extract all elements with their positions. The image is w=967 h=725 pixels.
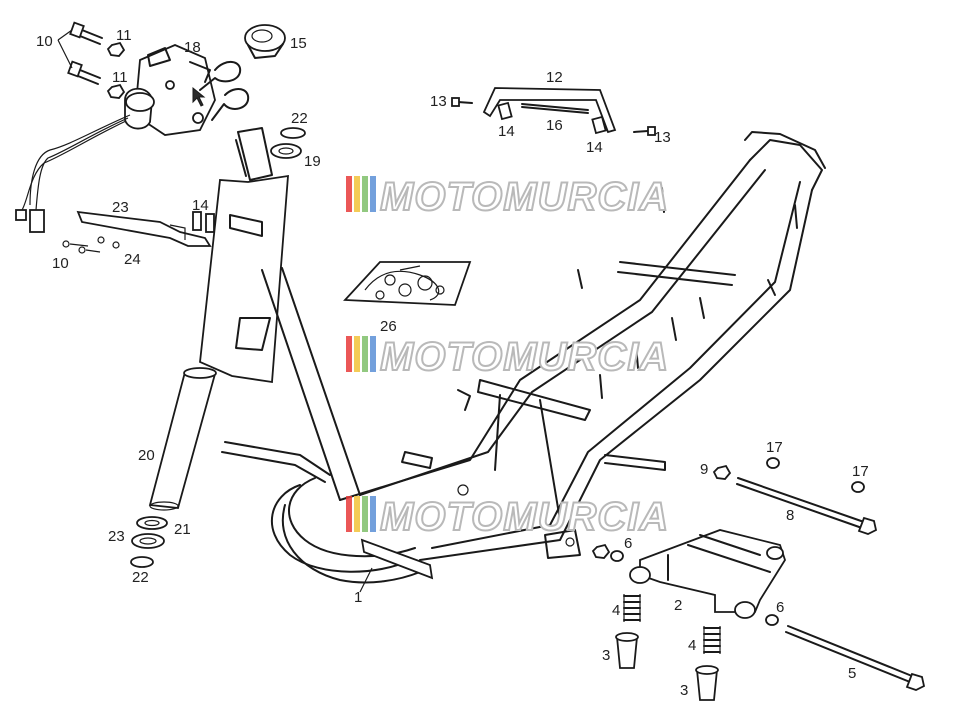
callout: 22 xyxy=(291,110,308,127)
watermark-text: MOTOMURCIA xyxy=(380,495,669,539)
callout: 17 xyxy=(852,463,869,480)
mount-bushings xyxy=(615,632,719,701)
wm-stripe xyxy=(362,336,368,372)
callout: 6 xyxy=(776,599,784,616)
callout: 6 xyxy=(624,535,632,552)
lock-cylinder xyxy=(244,24,286,59)
callout: 20 xyxy=(138,447,155,464)
rear-carrier-bracket xyxy=(451,87,656,136)
watermark-top: MOTOMURCIA xyxy=(346,174,669,220)
callout: 1 xyxy=(354,589,362,606)
head-tube xyxy=(148,367,217,511)
callout: 23 xyxy=(108,528,125,545)
wm-stripe xyxy=(362,176,368,212)
lock-bracket xyxy=(62,210,215,254)
leader-lines xyxy=(57,29,373,593)
ignition-lock-assembly xyxy=(15,44,250,233)
callout: 10 xyxy=(52,255,69,272)
callout: 5 xyxy=(848,665,856,682)
wm-stripe xyxy=(346,336,352,372)
spring-left xyxy=(623,594,641,622)
hardware-kit-bag xyxy=(343,261,472,306)
watermark-middle: MOTOMURCIA xyxy=(346,334,669,380)
callout: 22 xyxy=(132,569,149,586)
callout: 23 xyxy=(112,199,129,216)
watermark-bottom: MOTOMURCIA xyxy=(346,494,669,540)
callout: 17 xyxy=(766,439,783,456)
callout: 4 xyxy=(688,637,696,654)
callout: 12 xyxy=(546,69,563,86)
callout: 9 xyxy=(700,461,708,478)
callout: 8 xyxy=(786,507,794,524)
callout: 21 xyxy=(174,521,191,538)
callout: 15 xyxy=(290,35,307,52)
wm-stripe xyxy=(346,496,352,532)
spring-right xyxy=(703,626,721,654)
callout: 11 xyxy=(112,69,128,86)
callout: 3 xyxy=(680,682,688,699)
callout: 19 xyxy=(304,153,321,170)
lower-bearing-set xyxy=(130,516,168,568)
pivot-bolts xyxy=(591,457,926,691)
callout: 3 xyxy=(602,647,610,664)
callout: 24 xyxy=(124,251,141,268)
callout: 26 xyxy=(380,318,397,335)
callout: 18 xyxy=(184,39,201,56)
callout: 11 xyxy=(116,27,132,44)
upper-bearing-set xyxy=(270,127,306,159)
callout: 2 xyxy=(674,597,682,614)
callout: 14 xyxy=(586,139,603,156)
wm-stripe xyxy=(346,176,352,212)
wm-stripe xyxy=(354,176,360,212)
callout: 13 xyxy=(430,93,447,110)
engine-mount-bracket xyxy=(629,529,786,619)
mount-springs xyxy=(623,594,721,654)
callout: 4 xyxy=(612,602,620,619)
callout: 16 xyxy=(546,117,563,134)
wm-stripe xyxy=(354,496,360,532)
callout: 14 xyxy=(192,197,209,214)
wm-stripe xyxy=(370,336,376,372)
callout: 14 xyxy=(498,123,515,140)
bolts-and-nuts-top xyxy=(67,21,126,99)
main-frame xyxy=(199,127,826,584)
wm-stripe xyxy=(370,496,376,532)
callout: 10 xyxy=(36,33,53,50)
watermark-text: MOTOMURCIA xyxy=(380,335,669,379)
callout-labels: 1 2 3 3 4 4 5 6 6 8 9 10 10 11 11 12 13 … xyxy=(36,27,869,699)
callout: 13 xyxy=(654,129,671,146)
wm-stripe xyxy=(362,496,368,532)
wm-stripe xyxy=(370,176,376,212)
wm-stripe xyxy=(354,336,360,372)
watermark-text: MOTOMURCIA xyxy=(380,175,669,219)
